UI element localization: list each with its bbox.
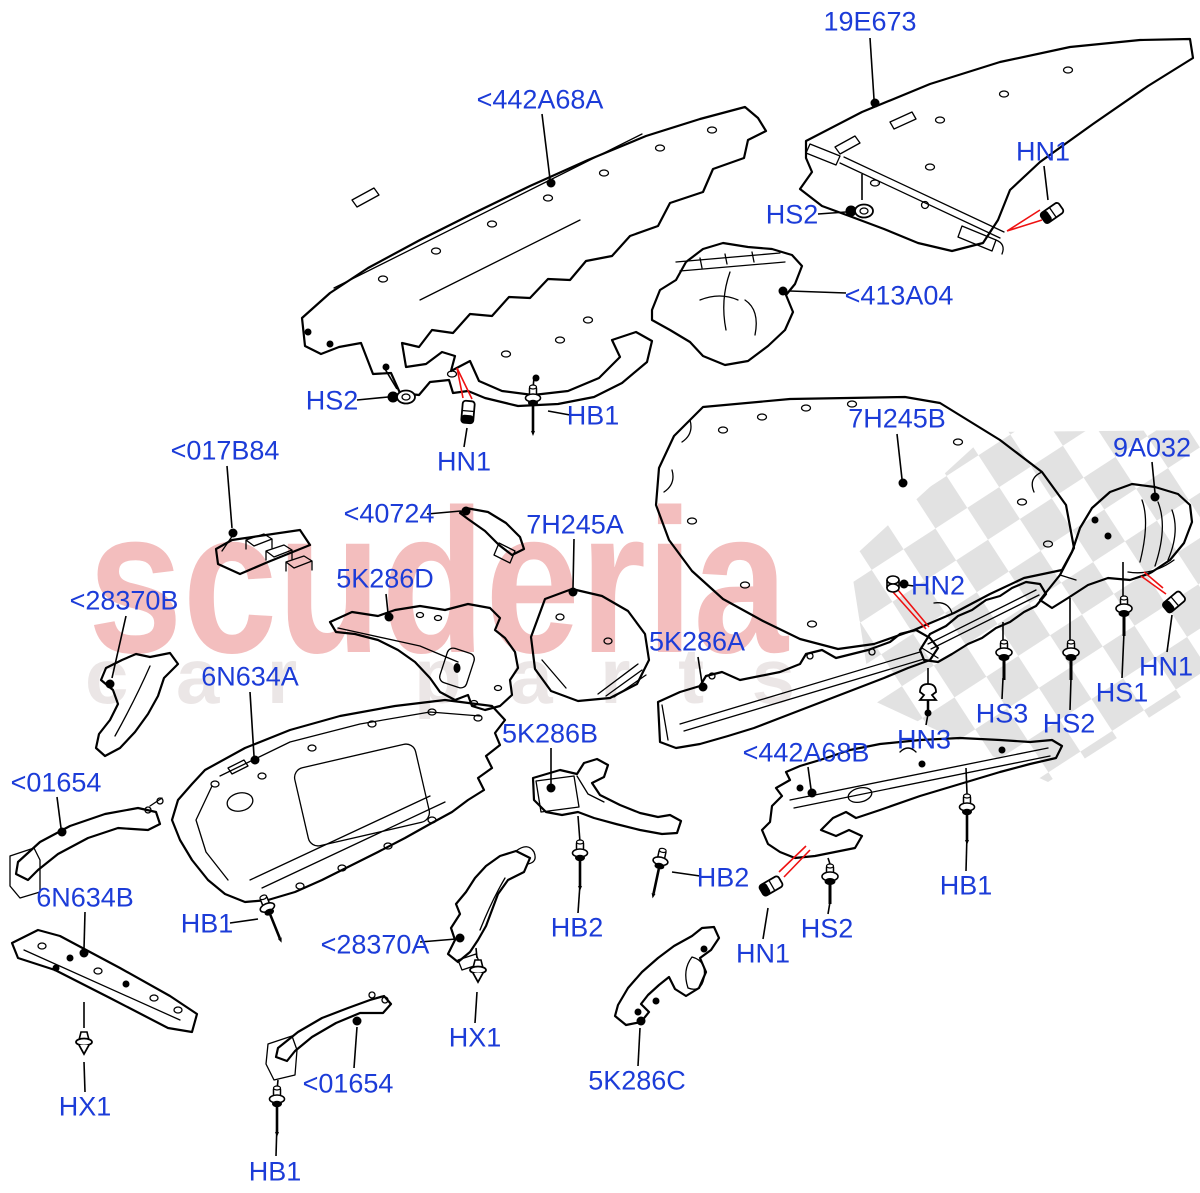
callout-28370A[interactable]: <28370A [320,929,430,960]
part-413A04-heat-shield [650,241,804,367]
callout-HB1-bot[interactable]: HB1 [248,1156,302,1187]
checkered-flag-watermark [850,430,1200,782]
part-442A68B-undershield [760,736,1064,860]
rivet-icon-hx1-left [75,1031,93,1055]
screw-icon-hs2-bot [820,862,840,906]
screw-icon-hs2-top [844,203,874,219]
part-40724-bracket [458,506,526,564]
bolt-icon-hb1-left [254,891,290,947]
callout-28370B[interactable]: <28370B [69,585,179,616]
callout-HS2-bot[interactable]: HS2 [800,913,854,944]
callout-6N634A[interactable]: 6N634A [201,661,299,692]
callout-HS2-right[interactable]: HS2 [1042,708,1096,739]
callout-HB2-right[interactable]: HB2 [696,862,750,893]
part-6N634A-skid-plate [170,698,507,904]
part-28370A-bracket [446,846,536,971]
part-9A032-deflector [1038,482,1194,610]
callout-HS1[interactable]: HS1 [1095,677,1149,708]
part-017B84-bracket [214,528,313,576]
part-5K286A-deflector [656,628,940,750]
part-01654-brace-left [9,797,164,899]
callout-442A68B[interactable]: <442A68B [742,737,870,768]
callout-9A032[interactable]: 9A032 [1112,432,1192,463]
callout-413A04[interactable]: <413A04 [844,280,954,311]
clip-nut-icon-hn1-bot [757,874,785,898]
callout-7H245A[interactable]: 7H245A [526,509,624,540]
bolt-icon-hb1-mid [524,383,542,438]
callout-HN1-mid[interactable]: HN1 [436,446,492,477]
part-7H245B-floor-deadener [654,395,1076,651]
screw-icon-hs2-mid [386,389,416,405]
bolt-icon-hb2-mid [571,838,589,893]
callout-40724[interactable]: <40724 [343,498,435,529]
rivet-icon-hx1-mid [469,959,487,983]
bolt-icon-hb1-right [958,792,976,847]
part-7H245A-deadener [529,587,651,703]
callout-HB1-left[interactable]: HB1 [180,908,234,939]
part-01654-brace-bottom [265,991,393,1081]
part-442A68A-undershield [300,105,768,408]
part-28370B-bracket [94,651,180,758]
watermark: scuderia car parts [85,430,1200,782]
callout-HS2-mid[interactable]: HS2 [305,385,359,416]
part-5K286C-deflector [613,925,721,1027]
callout-leaders [56,37,1173,1157]
bolt-icon-hb2-right [643,845,672,902]
callout-19E673[interactable]: 19E673 [823,6,917,37]
callout-017B84[interactable]: <017B84 [170,435,280,466]
callout-HB2-mid[interactable]: HB2 [550,912,604,943]
callout-5K286A[interactable]: 5K286A [648,626,746,657]
callout-6N634B[interactable]: 6N634B [36,882,134,913]
part-5K286D-deflector [328,602,520,712]
callout-5K286D[interactable]: 5K286D [336,563,434,594]
callout-5K286C[interactable]: 5K286C [588,1065,686,1096]
callout-HN1-top[interactable]: HN1 [1015,136,1071,167]
watermark-brand: scuderia [88,467,790,696]
bolt-icon-hb1-bot [268,1084,286,1139]
clip-nut-icon-hn1-top [1038,200,1066,226]
part-6N634B-plate [10,928,199,1034]
clip-nut-icon-hn1-mid [460,399,476,425]
callout-HX1-left[interactable]: HX1 [58,1091,112,1122]
callout-HB1-right[interactable]: HB1 [939,870,993,901]
callout-442A68A[interactable]: <442A68A [476,84,604,115]
callout-HX1-mid[interactable]: HX1 [448,1022,502,1053]
callout-HN1-bot[interactable]: HN1 [735,938,791,969]
callout-01654-left[interactable]: <01654 [10,767,102,798]
callout-HN3[interactable]: HN3 [896,724,952,755]
callout-HN1-right[interactable]: HN1 [1138,651,1194,682]
part-5K286B-deflector [531,757,683,836]
callout-HS3[interactable]: HS3 [975,698,1029,729]
part-19E673-closure-panel [798,37,1195,255]
callout-5K286B[interactable]: 5K286B [501,718,599,749]
callout-HB1-mid[interactable]: HB1 [566,400,620,431]
callout-7H245B[interactable]: 7H245B [848,403,946,434]
callout-HS2-top[interactable]: HS2 [765,199,819,230]
callout-01654-bot[interactable]: <01654 [302,1068,394,1099]
callout-HN2[interactable]: HN2 [910,570,966,601]
